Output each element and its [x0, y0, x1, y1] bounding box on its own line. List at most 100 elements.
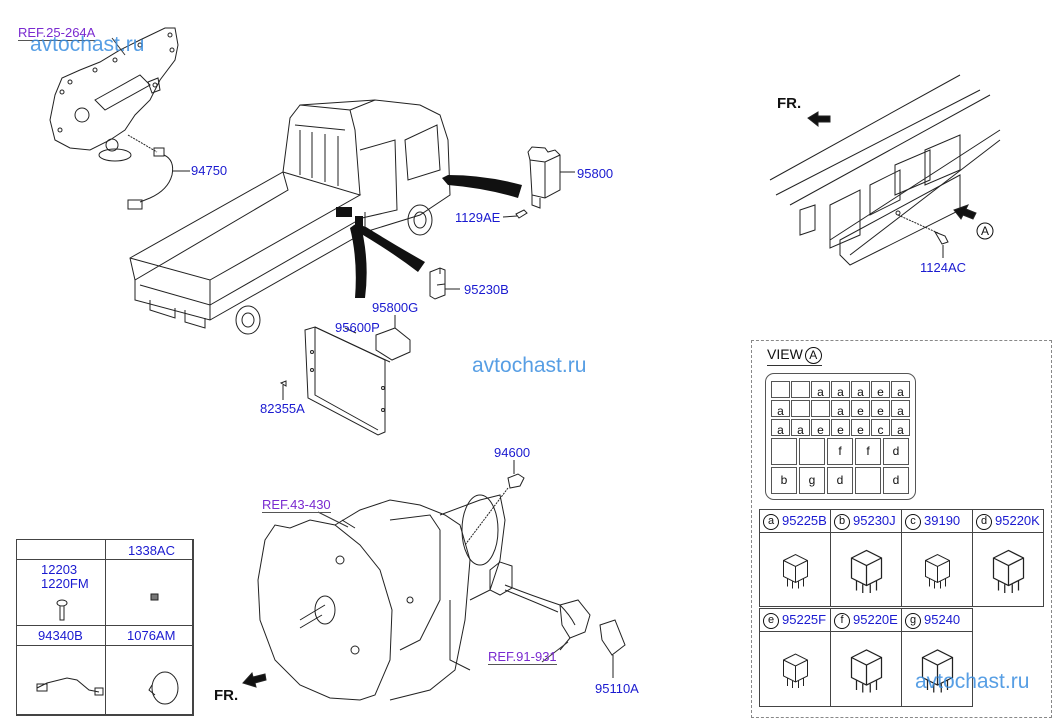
fuse-slot: a [771, 400, 790, 418]
relay-b-image-cell [830, 532, 902, 607]
view-a-title-marker: A [804, 347, 822, 364]
part-label-94340b[interactable]: 94340B [38, 628, 83, 643]
part-label-82355a[interactable]: 82355A [260, 401, 305, 416]
ref-transmission[interactable]: REF.43-430 [262, 497, 331, 513]
relay-g-image-cell [901, 631, 973, 707]
fuse-slot: a [891, 381, 910, 399]
relay-letter-marker: g [905, 613, 921, 629]
fuse-slot: a [771, 419, 790, 437]
screw-icon [56, 599, 68, 621]
view-a-arrow [953, 204, 977, 220]
fuse-slot: e [831, 419, 850, 437]
plug-cap-icon [148, 671, 179, 705]
watermark-bottom-right: avtochast.ru [915, 670, 1030, 693]
fuse-slot: e [851, 400, 870, 418]
fuse-slot [799, 438, 825, 465]
bracket-95600p-drawing [279, 315, 411, 436]
ref-harness[interactable]: REF.91-931 [488, 649, 557, 665]
fuse-slot: d [827, 467, 853, 494]
relay-letter-marker: b [834, 514, 850, 530]
fuse-slot: e [871, 400, 890, 418]
part-label-95800[interactable]: 95800 [577, 166, 614, 181]
fuse-slot: c [871, 419, 890, 437]
part-label-1338ac[interactable]: 1338AC [128, 543, 175, 558]
fuse-slot: d [883, 438, 909, 465]
relay-c-image-cell [901, 532, 973, 607]
fuse-slot [811, 400, 830, 417]
oil-pressure-sensor-drawing [127, 147, 190, 210]
relay-letter-marker: e [763, 613, 779, 629]
fr-arrow-bottom [242, 671, 267, 688]
fuse-slot: a [831, 381, 850, 399]
view-a-panel [751, 340, 1052, 718]
relay-letter-marker: c [905, 514, 921, 530]
transmission-drawing [257, 494, 506, 701]
part-label-1129ae[interactable]: 1129AE [455, 210, 501, 225]
fuse-slot [855, 467, 881, 494]
ref-engine-cover[interactable]: REF.25-264A [18, 25, 96, 41]
fuse-slot: f [855, 438, 881, 465]
view-a-title-text: VIEW [767, 346, 803, 362]
watermark-top-left: avtochast.ru [30, 33, 145, 56]
relay-part-number[interactable]: 95225B [782, 513, 827, 528]
relay-icon [921, 649, 954, 693]
view-a-marker: A [981, 224, 990, 238]
part-label-94600[interactable]: 94600 [494, 445, 531, 460]
sensor-cable-icon [36, 677, 104, 696]
part-label-95230b[interactable]: 95230B [464, 282, 509, 297]
parts-table-cell-1076am [105, 645, 194, 716]
fuse-slot [791, 381, 810, 398]
part-label-1124ac[interactable]: 1124AC [920, 260, 967, 275]
part-label-1076am[interactable]: 1076AM [127, 628, 176, 643]
part-label-12203[interactable]: 12203 [41, 562, 78, 577]
truck-drawing [129, 99, 451, 335]
fuse-slot [771, 381, 790, 398]
junction-block-drawing [769, 74, 1001, 266]
nut-icon [150, 593, 159, 601]
part-label-95800g[interactable]: 95800G [372, 300, 419, 315]
part-label-94750[interactable]: 94750 [191, 163, 228, 178]
fuse-slot: a [831, 400, 850, 418]
relay-icon [850, 549, 883, 593]
fuse-slot: e [871, 381, 890, 399]
pointer-arcs [336, 175, 522, 298]
switch-94600-drawing [464, 460, 525, 546]
fuse-slot: g [799, 467, 825, 494]
fuse-slot: e [851, 419, 870, 437]
relay-part-number[interactable]: 95240 [924, 612, 961, 627]
relay-a-image-cell [759, 532, 831, 607]
relay-icon [783, 553, 808, 589]
speed-sensor-harness-drawing [489, 561, 626, 678]
fuse-slot: a [791, 419, 810, 437]
relay-part-number[interactable]: 95225F [782, 612, 827, 627]
parts-table: 1338AC 12203 1220FM 94340B 1076AM [16, 539, 194, 716]
front-direction-label-bottom: FR. [214, 687, 239, 704]
relay-icon [992, 549, 1025, 593]
front-direction-label-top: FR. [777, 95, 802, 112]
fuse-slot [771, 438, 797, 465]
part-label-95600p[interactable]: 95600P [335, 320, 380, 335]
fuse-slot: a [891, 400, 910, 418]
relay-part-number[interactable]: 95230J [853, 513, 896, 528]
part-label-1220fm[interactable]: 1220FM [41, 576, 89, 591]
relay-icon [783, 653, 808, 688]
reference-leaders [111, 37, 569, 663]
relay-95230b-drawing [429, 267, 460, 300]
view-a-marker-circle [976, 222, 994, 240]
fuse-slot: a [891, 419, 910, 437]
relay-part-number[interactable]: 95220K [995, 513, 1040, 528]
relay-part-number[interactable]: 39190 [924, 513, 961, 528]
part-label-95110a[interactable]: 95110A [595, 681, 639, 696]
relay-letter-marker: a [763, 514, 779, 530]
relay-part-number[interactable]: 95220E [853, 612, 898, 627]
relay-letter-marker: f [834, 613, 850, 629]
watermark-center: avtochast.ru [472, 354, 587, 377]
